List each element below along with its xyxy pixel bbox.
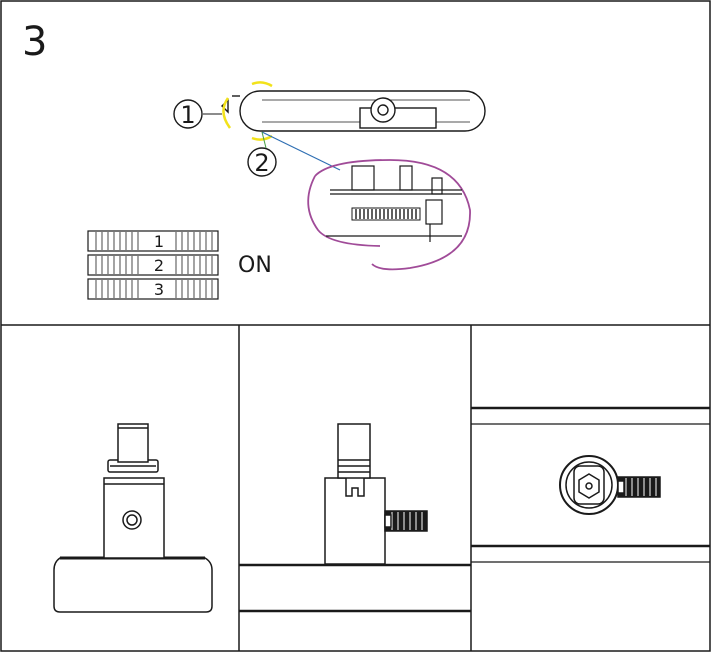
callout-1: 1 [173, 99, 222, 129]
leader-line [261, 131, 341, 171]
switch-item: 1 [87, 230, 219, 252]
state-label: ON [238, 253, 272, 278]
switch-label-3: 3 [154, 280, 164, 299]
switch-bar-illustration [221, 90, 486, 132]
switch-label-2: 2 [154, 256, 164, 275]
highlight-arc [222, 81, 273, 141]
magnifier-detail [307, 159, 471, 271]
knob-on-base-illustration [53, 423, 213, 613]
step-number: 3 [22, 19, 47, 65]
knob-top-view-illustration [471, 406, 710, 563]
callout-2: 2 [247, 147, 277, 177]
svg-text:2: 2 [254, 149, 269, 177]
gear-icon [351, 207, 421, 221]
switch-item: 2 [87, 254, 219, 276]
svg-text:1: 1 [180, 101, 195, 129]
thumb-wheel-icon [617, 476, 661, 498]
switch-label-1: 1 [154, 232, 164, 251]
knob-side-view-illustration [239, 423, 471, 613]
leader-line-green [261, 131, 267, 149]
switch-stack: 1 2 [87, 230, 219, 300]
switch-item: 3 [87, 278, 219, 300]
thumb-wheel-icon [384, 510, 428, 532]
